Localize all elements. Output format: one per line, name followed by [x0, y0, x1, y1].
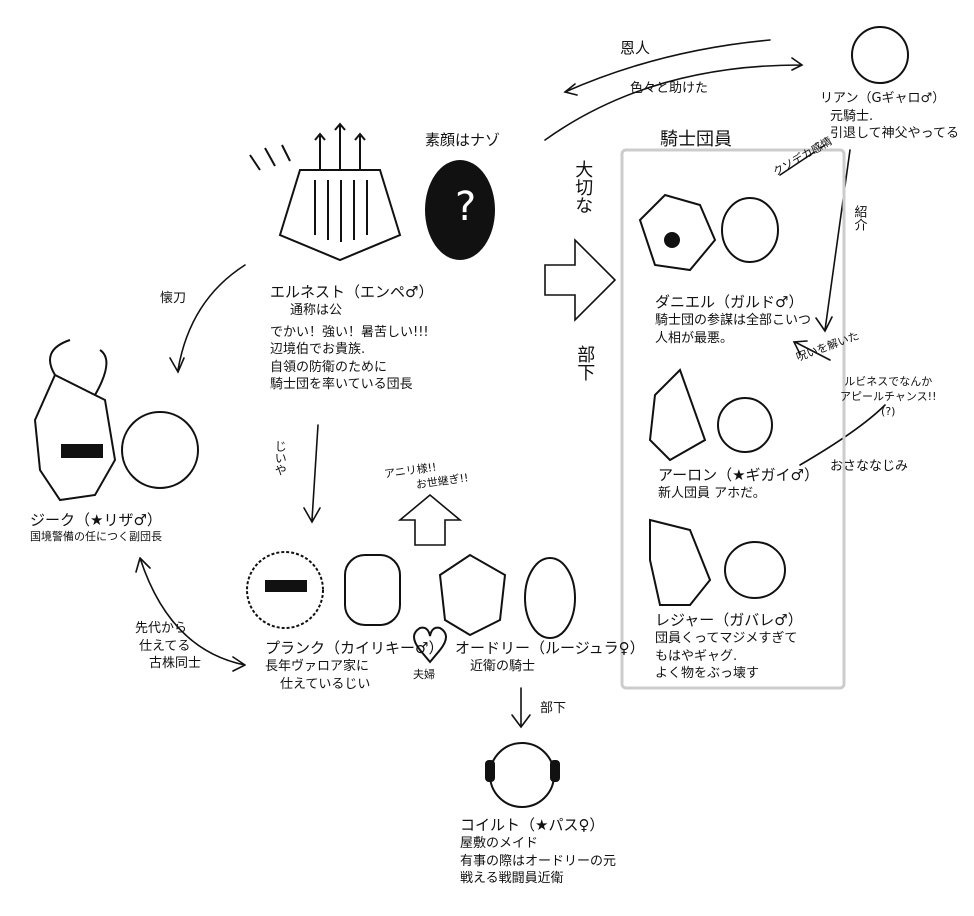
aaron-face-icon [717, 397, 773, 453]
arrow-kaigatana [169, 264, 246, 374]
daniel-face-icon [721, 197, 779, 263]
appeal-line: ルビネスでなんか [844, 375, 933, 388]
label-helped: 色々と助けた [630, 81, 709, 96]
audrey-helmet-icon [438, 553, 507, 637]
label-taisetsu: 大切な [572, 160, 594, 214]
sieg-helmet-icon [33, 339, 117, 502]
daniel-info: ダニエル（ガルド♂） 騎士団の参謀は全部こいつ 人相が最悪。 [655, 292, 811, 347]
audrey-face-icon [524, 557, 576, 639]
audrey-info: オードリー（ルージュラ♀） 近衛の騎士 [455, 638, 645, 676]
appeal-note: ルビネスでなんか アピールチャンス!! (?) [840, 375, 937, 420]
knights-label: 騎士団員 [660, 129, 732, 150]
daniel-desc: 人相が最悪。 [655, 330, 734, 346]
aaron-info: アーロン（★ギガイ♂） 新人団員 アホだ。 [658, 465, 819, 503]
sieg-name: ジーク（★リザ♂） [30, 511, 162, 529]
label-onjin: 恩人 [620, 39, 651, 57]
coil-info: コイルト（★パス♀） 屋敷のメイド 有事の際はオードリーの元 戦える戦闘員近衛 [460, 815, 616, 888]
ernest-alias: 通称は公 [290, 303, 343, 319]
sieg-desc: 国境警備の任につく副団長 [30, 530, 162, 544]
aaron-helmet-icon [648, 368, 707, 462]
label-shoukai: 紹介 [851, 205, 867, 231]
coil-desc: 屋敷のメイド [460, 836, 539, 852]
plank-info: プランク（カイリキー♂） 長年ヴァロア家に 仕えているじい [265, 638, 443, 693]
label-kaigatana: 懐刀 [160, 291, 187, 306]
ernest-desc: 自領の防衛のために [270, 359, 388, 375]
riann-info: リアン（Gギャロ♂） 元騎士. 引退して神父やってる [820, 90, 959, 143]
label-buka: 部下 [574, 345, 596, 381]
arrow-onjin [563, 39, 771, 96]
label-osananajimi: おさななじみ [830, 459, 909, 474]
label-jiiya: じいや [273, 440, 288, 476]
appeal-line: (?) [881, 404, 896, 418]
old-timers-line: 先代から [135, 621, 188, 636]
old-timers-note: 先代から 仕えてる 古株同士 [135, 620, 201, 673]
plank-face-icon [344, 554, 401, 626]
audrey-name: オードリー（ルージュラ♀） [455, 639, 645, 657]
plank-desc: 仕えているじい [280, 676, 371, 692]
daniel-desc: 騎士団の参謀は全部こいつ [655, 313, 812, 329]
coil-name: コイルト（★パス♀） [460, 816, 605, 834]
plank-name: プランク（カイリキー♂） [265, 639, 444, 657]
ernest-desc: 辺境伯でお貴族. [270, 342, 366, 358]
ernest-tagline: でかい！強い！暑苦しい!!! [270, 324, 429, 340]
daniel-name: ダニエル（ガルド♂） [655, 293, 804, 311]
coil-face-icon [489, 742, 555, 808]
ledger-helmet-icon [649, 518, 712, 606]
ledger-face-icon [724, 541, 786, 599]
arrow-old-timers [135, 557, 246, 672]
ledger-desc: 団員くってマジメすぎて [655, 631, 798, 647]
ledger-desc: もはやギャグ. [655, 648, 738, 664]
riann-face-icon [851, 26, 909, 84]
coil-desc: 有事の際はオードリーの元 [460, 853, 617, 869]
label-mystery: 素顔はナゾ [425, 131, 501, 149]
arrow-curse [792, 340, 831, 361]
ernest-desc: 騎士団を率いている団長 [270, 377, 413, 393]
big-arrow-right [544, 238, 617, 322]
sieg-info: ジーク（★リザ♂） 国境警備の任につく副団長 [30, 510, 162, 545]
label-couple: 夫婦 [413, 668, 435, 681]
heart-icon [413, 626, 447, 664]
plank-desc: 長年ヴァロア家に [265, 659, 370, 675]
ledger-info: レジャー（ガバレ♂） 団員くってマジメすぎて もはやギャグ. よく物をぶっ壊す [655, 610, 803, 683]
riann-name: リアン（Gギャロ♂） [820, 91, 946, 106]
line-osananajimi [799, 404, 886, 466]
old-timers-line: 仕えてる [139, 638, 191, 654]
mystery-face-icon [425, 160, 495, 260]
audrey-desc: 近衛の騎士 [470, 659, 536, 675]
arrow-buka [511, 687, 531, 729]
knights-box [620, 148, 846, 690]
riann-desc: 元騎士. [830, 108, 874, 124]
appeal-line: アピールチャンス!! [840, 389, 937, 403]
plank-helmet-icon [246, 551, 324, 629]
riann-desc: 引退して神父やってる [830, 126, 959, 142]
ernest-name: エルネスト（エンペ♂） [270, 283, 434, 301]
ledger-name: レジャー（ガバレ♂） [655, 611, 803, 629]
arrow-shoukai [815, 149, 851, 333]
ernest-helmet-icon [249, 122, 402, 262]
label-buka2: 部下 [540, 701, 567, 716]
big-arrow-up [397, 493, 463, 546]
aaron-name: アーロン（★ギガイ♂） [658, 466, 819, 484]
aaron-desc: 新人団員 アホだ。 [658, 486, 766, 502]
arrow-helped [544, 57, 804, 141]
arrow-jiiya [303, 424, 321, 524]
old-timers-line: 古株同士 [149, 656, 202, 672]
ledger-desc: よく物をぶっ壊す [655, 666, 760, 682]
ernest-info: エルネスト（エンペ♂） 通称は公 でかい！強い！暑苦しい!!! 辺境伯でお貴族.… [270, 282, 433, 394]
coil-desc: 戦える戦闘員近衛 [460, 871, 564, 887]
sieg-face-icon [121, 411, 199, 489]
question-mark: ? [455, 184, 477, 230]
daniel-helmet-icon [638, 193, 717, 272]
